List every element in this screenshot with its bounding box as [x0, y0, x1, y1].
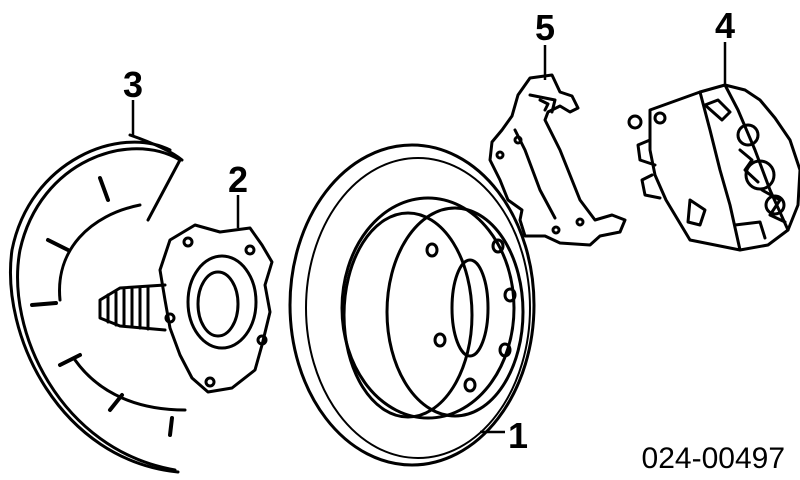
callout-1: 1 [508, 415, 528, 456]
reference-code: 024-00497 [642, 442, 785, 475]
callout-3: 3 [123, 64, 143, 105]
callout-4: 4 [715, 5, 735, 46]
brake-caliper-icon [627, 83, 800, 252]
callout-5: 5 [535, 7, 555, 48]
callout-2: 2 [228, 159, 248, 200]
leader-lines [131, 42, 727, 434]
caliper-bracket-icon [488, 73, 627, 247]
brake-rotor-icon [288, 143, 536, 467]
wheel-hub-icon [98, 223, 274, 394]
dust-shield-icon [9, 133, 187, 474]
